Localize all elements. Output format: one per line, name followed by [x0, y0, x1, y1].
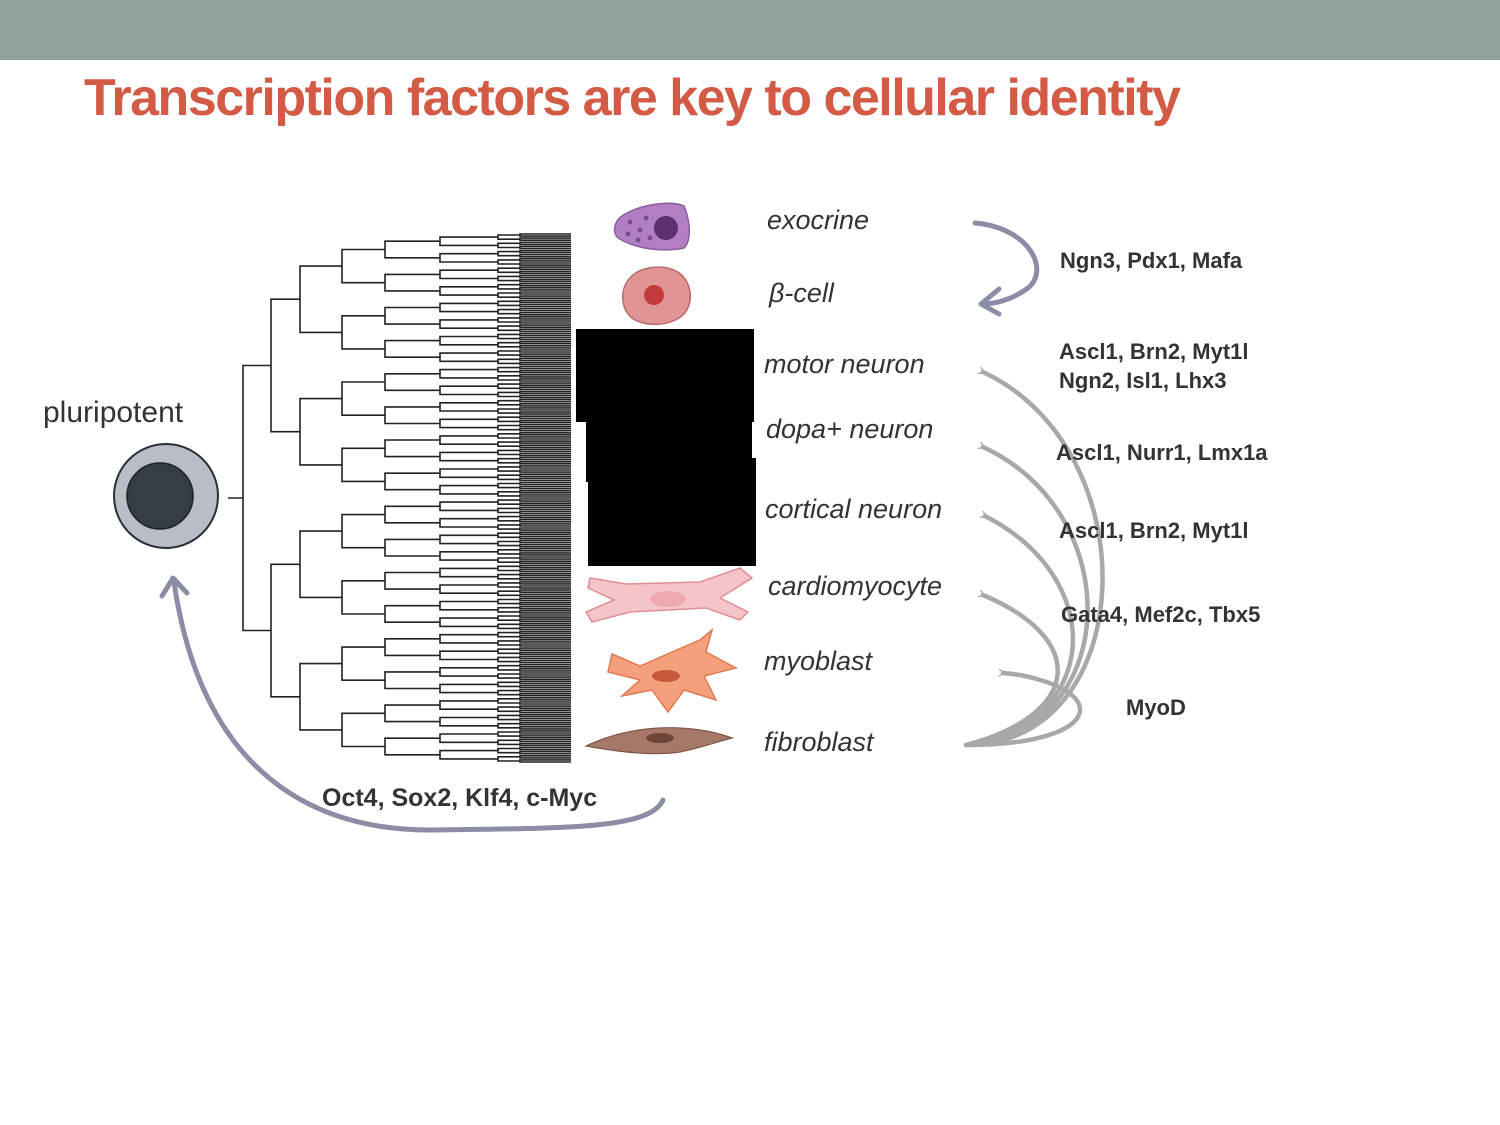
fibroblast-conversion-arrows [963, 366, 1105, 748]
cell-type-cardiomyocyte-label: cardiomyocyte [768, 571, 942, 601]
factors-cortical-neuron: Ascl1, Brn2, Myt1l [1059, 518, 1249, 543]
header-band [0, 0, 1500, 60]
exocrine-cell-icon [613, 202, 690, 251]
motor-neuron-image-block [576, 329, 754, 422]
cell-type-fibroblast-label: fibroblast [764, 727, 875, 757]
factors-exocrine-to-beta: Ngn3, Pdx1, Mafa [1060, 248, 1243, 273]
factors-motor-neuron-line1: Ascl1, Brn2, Myt1l [1059, 339, 1249, 364]
fibroblast-icon [584, 727, 735, 755]
cell-type-beta-cell-label: β-cell [768, 278, 835, 308]
cardiomyocyte-icon [584, 567, 754, 623]
cell-type-myoblast-label: myoblast [764, 646, 874, 676]
arrow-to-motor-neuron [963, 366, 1105, 748]
cell-type-cortical-neuron-label: cortical neuron [765, 494, 942, 524]
factors-motor-neuron-line2: Ngn2, Isl1, Lhx3 [1059, 368, 1227, 393]
myoblast-icon [607, 627, 739, 714]
factors-cardiomyocyte: Gata4, Mef2c, Tbx5 [1061, 602, 1260, 627]
arrow-to-cortical-neuron [963, 510, 1076, 748]
arrow-to-myoblast [963, 668, 1083, 748]
slide-title: Transcription factors are key to cellula… [84, 69, 1181, 127]
cell-type-motor-neuron-label: motor neuron [764, 349, 925, 379]
arrow-to-dopa-neuron [963, 441, 1090, 748]
cell-type-exocrine-label: exocrine [767, 205, 869, 235]
lineage-tree [228, 233, 571, 763]
dendrogram-branches [228, 233, 571, 763]
cell-type-dopa-neuron-label: dopa+ neuron [766, 414, 933, 444]
reprogramming-to-pluripotent-arrow [159, 575, 666, 833]
arrow-to-cardiomyocyte [963, 589, 1060, 748]
pluripotent-label: pluripotent [43, 396, 184, 429]
pluripotent-cell-icon [113, 443, 219, 549]
beta-cell-icon [622, 266, 691, 326]
cortical-neuron-image-block [588, 458, 756, 566]
factors-dopa-neuron: Ascl1, Nurr1, Lmx1a [1056, 440, 1268, 465]
exocrine-to-beta-arrow [972, 220, 1040, 317]
factors-myoblast: MyoD [1126, 695, 1186, 720]
reprogramming-factors-label: Oct4, Sox2, Klf4, c-Myc [322, 784, 597, 812]
